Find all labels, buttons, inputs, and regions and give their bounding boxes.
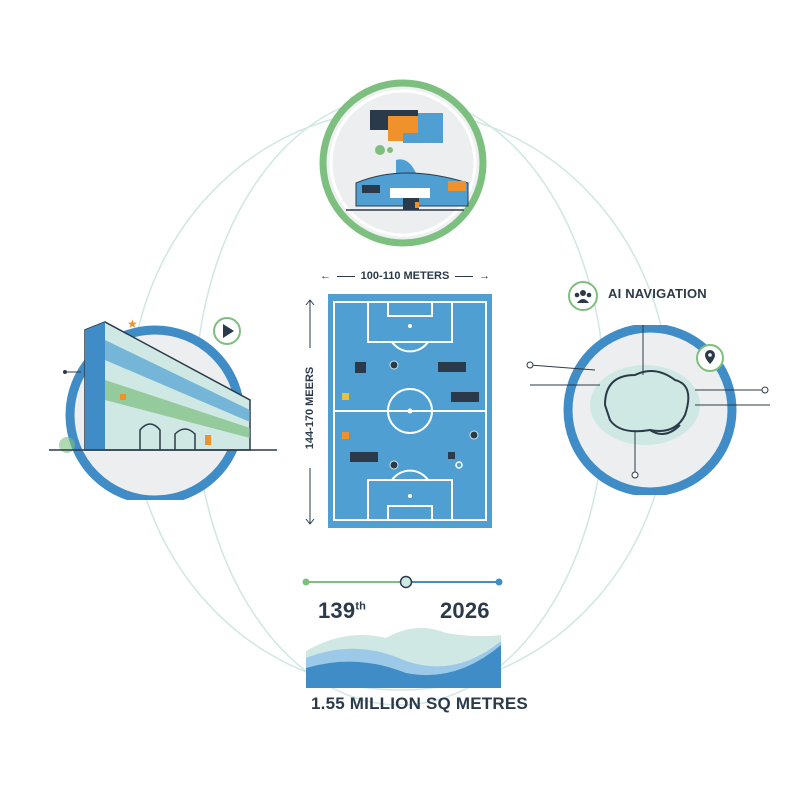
brain-circuit-icon xyxy=(526,323,770,497)
timeline-slider[interactable] xyxy=(300,574,505,590)
building-node: ★ xyxy=(45,310,285,505)
end-year-label: 2026 xyxy=(440,598,490,623)
arrow-right-icon: → xyxy=(479,270,490,282)
area-label: 1.55 MILLION SQ METRES xyxy=(311,694,528,713)
ai-navigation-label: AI NAVIGATION xyxy=(608,286,707,301)
play-button-icon[interactable] xyxy=(212,316,242,346)
slider-handle[interactable] xyxy=(399,575,413,589)
arrow-left-icon: ← xyxy=(320,270,331,282)
pitch-length-label: 144-170 MEERS xyxy=(304,348,316,468)
area-wave xyxy=(306,623,501,688)
svg-text:★: ★ xyxy=(127,317,138,331)
pitch-width-label: 100-110 METERS xyxy=(360,270,450,282)
ai-badge-icon xyxy=(567,280,599,312)
people-group-icon xyxy=(568,281,598,311)
building-icon: ★ xyxy=(49,317,277,505)
start-rank-label: 139th xyxy=(318,598,367,623)
location-pin-icon[interactable] xyxy=(695,343,725,373)
stadium-node xyxy=(318,78,488,248)
soccer-pitch xyxy=(328,294,492,528)
pitch-width-dimension: ← 100-110 METERS → xyxy=(320,268,490,284)
stadium-icon xyxy=(319,79,487,247)
pitch-length-dimension: 144-170 MEERS xyxy=(298,298,322,526)
brain-node xyxy=(525,323,775,497)
